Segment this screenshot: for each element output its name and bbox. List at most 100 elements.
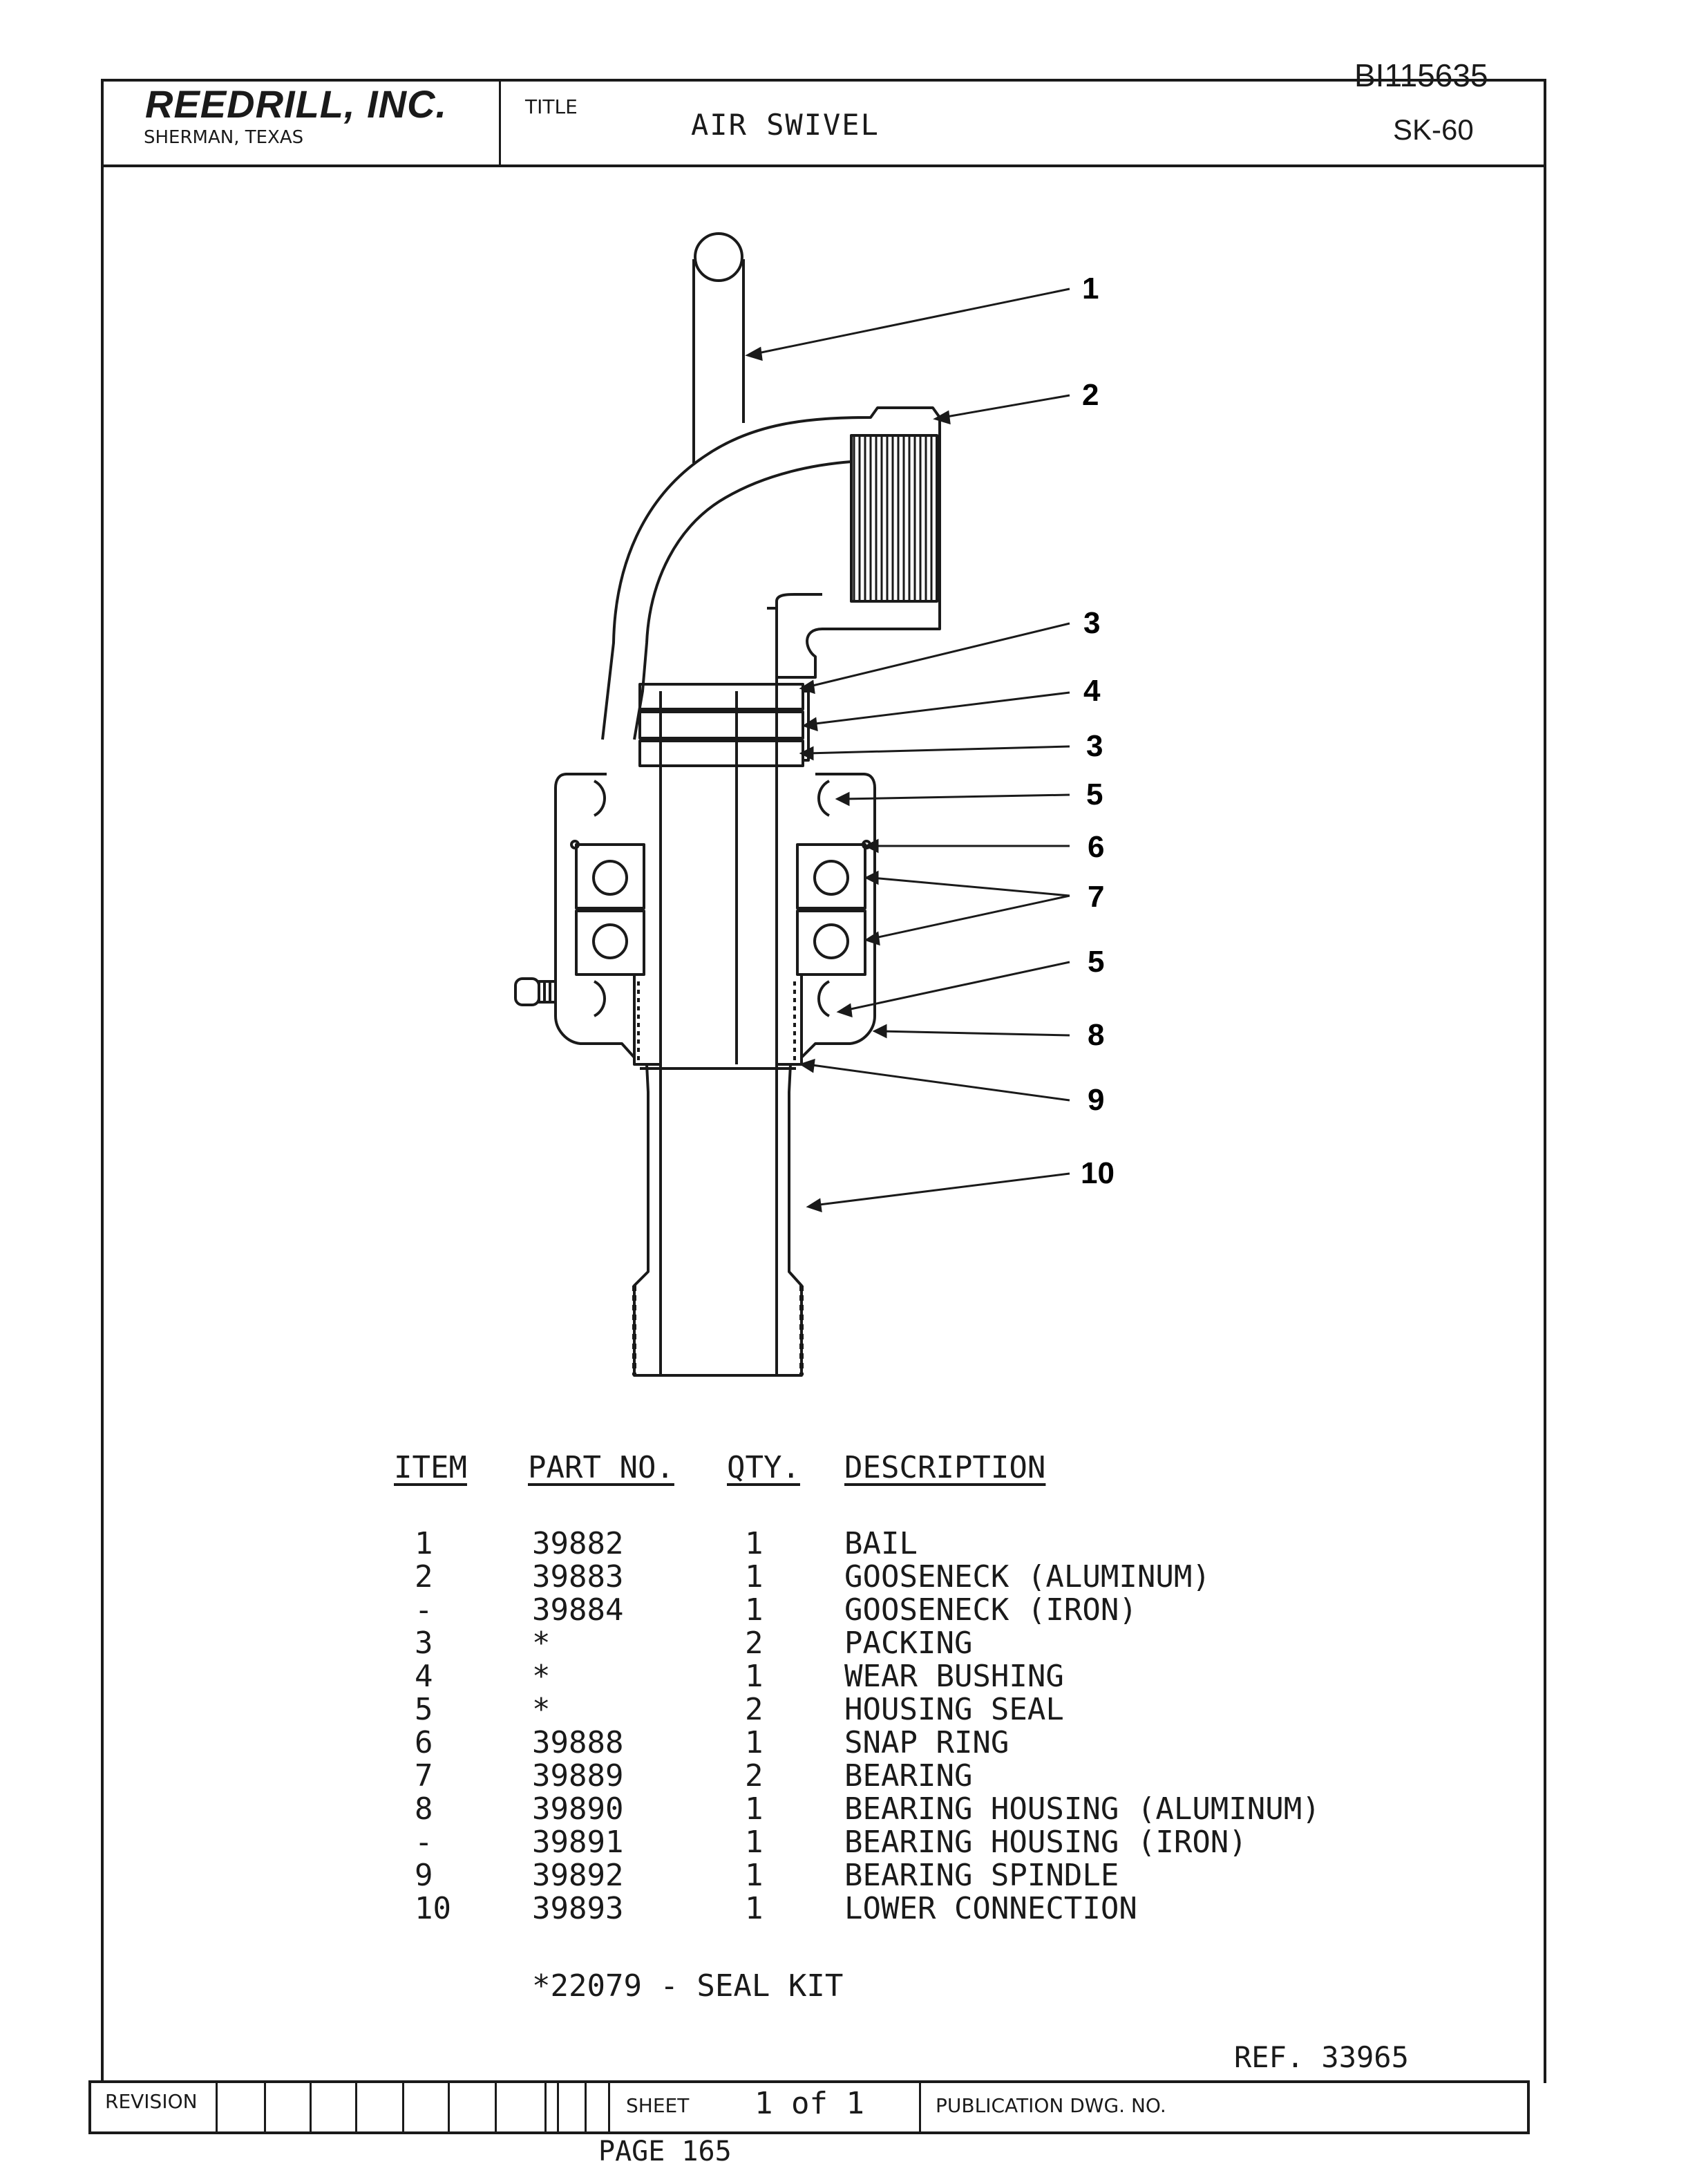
revision-cell-divider [448,2080,450,2134]
row-part-no: * [532,1692,551,1727]
footer-top-rule [88,2080,1530,2083]
callout-9: 9 [1088,1083,1104,1117]
callout-8: 8 [1088,1018,1104,1052]
lower-connection-part [632,1064,804,1377]
row-qty: 2 [745,1626,764,1661]
parts-table: ITEM PART NO. QTY. DESCRIPTION 1 39882 1 BA… [394,1451,1361,1935]
callout-3-upper: 3 [1083,606,1100,640]
header-description: DESCRIPTION [844,1450,1046,1485]
row-qty: 1 [745,1559,764,1594]
row-item: 7 [415,1758,433,1794]
title-label: TITLE [525,95,578,118]
row-item: 8 [415,1791,433,1827]
drawing-number: SK-60 [1393,113,1474,146]
revision-cell-divider [495,2080,497,2134]
document-id: BI115635 [1354,57,1488,93]
row-qty: 1 [745,1791,764,1827]
gooseneck-part [601,406,941,740]
sheet-divider [608,2080,610,2134]
row-description: SNAP RING [844,1725,1009,1760]
footer-left [88,2080,91,2134]
row-part-no: 39892 [532,1858,624,1893]
grease-fitting [514,977,556,1006]
revision-cell-divider [544,2080,547,2134]
callout-5-upper: 5 [1086,778,1103,811]
row-description: BAIL [844,1526,918,1561]
row-part-no: * [532,1659,551,1694]
company-name: REEDRILL, INC. [145,82,448,126]
header-item: ITEM [394,1450,467,1485]
row-part-no: 39893 [532,1891,624,1926]
row-qty: 1 [745,1825,764,1860]
frame-right [1544,79,1546,2083]
revision-label: REVISION [105,2090,198,2113]
row-part-no: * [532,1626,551,1661]
revision-cell-divider [264,2080,266,2134]
row-item: 9 [415,1858,433,1893]
row-qty: 1 [745,1858,764,1893]
row-item: 2 [415,1559,433,1594]
revision-cell-divider [355,2080,357,2134]
row-part-no: 39891 [532,1825,624,1860]
row-item: 3 [415,1626,433,1661]
sheet-label: SHEET [626,2094,690,2117]
row-qty: 1 [745,1526,764,1561]
row-qty: 2 [745,1758,764,1794]
row-description: BEARING [844,1758,973,1794]
air-swivel-diagram: 1 2 3 4 3 5 6 7 5 8 9 10 [514,232,1115,1377]
row-description: BEARING SPINDLE [844,1858,1119,1893]
row-description: BEARING HOUSING (ALUMINUM) [844,1791,1320,1827]
publication-label: PUBLICATION DWG. NO. [936,2094,1166,2117]
row-part-no: 39889 [532,1758,624,1794]
row-qty: 2 [745,1692,764,1727]
row-item: 6 [415,1725,433,1760]
revision-cell-divider [557,2080,559,2134]
footer-right [1527,2080,1530,2134]
callout-4: 4 [1083,674,1101,708]
sheet-value: 1 of 1 [755,2086,864,2121]
row-item: 10 [415,1891,451,1926]
drawing-title: AIR SWIVEL [691,108,880,142]
company-city: SHERMAN, TEXAS [144,127,304,148]
revision-cell-divider [402,2080,404,2134]
row-qty: 1 [745,1891,764,1926]
row-description: PACKING [844,1626,973,1661]
bearing-left [570,840,645,976]
callout-2: 2 [1082,378,1099,412]
header-qty: QTY. [727,1450,800,1485]
row-part-no: 39883 [532,1559,624,1594]
row-description: GOOSENECK (ALUMINUM) [844,1559,1211,1594]
bail-part [692,232,745,463]
header-part-no: PART NO. [528,1450,674,1485]
packing-stack [638,683,810,767]
row-description: BEARING HOUSING (IRON) [844,1825,1247,1860]
publication-divider [919,2080,921,2134]
bearing-housing-part [554,773,876,1059]
row-description: LOWER CONNECTION [844,1891,1137,1926]
row-item: - [415,1825,433,1860]
row-item: 4 [415,1659,433,1694]
row-part-no: 39884 [532,1592,624,1628]
reference-number: REF. 33965 [1234,2040,1409,2074]
bearing-right [796,840,871,976]
page-number: PAGE 165 [598,2136,732,2167]
row-item: 1 [415,1526,433,1561]
leader-lines [745,288,1070,1213]
seal-kit-note: *22079 - SEAL KIT [532,1968,844,2004]
callout-1: 1 [1082,272,1099,305]
revision-cell-divider [585,2080,587,2134]
row-item: - [415,1592,433,1628]
row-description: HOUSING SEAL [844,1692,1064,1727]
header-bottom-rule [101,164,1546,167]
row-part-no: 39882 [532,1526,624,1561]
revision-cell-divider [216,2080,218,2134]
revision-cell-divider [310,2080,312,2134]
callout-6: 6 [1088,830,1104,864]
row-qty: 1 [745,1725,764,1760]
callout-7: 7 [1088,880,1104,914]
callout-10: 10 [1081,1156,1115,1190]
row-item: 5 [415,1692,433,1727]
frame-left [101,79,104,2083]
footer-bottom-rule [88,2131,1530,2134]
row-qty: 1 [745,1592,764,1628]
